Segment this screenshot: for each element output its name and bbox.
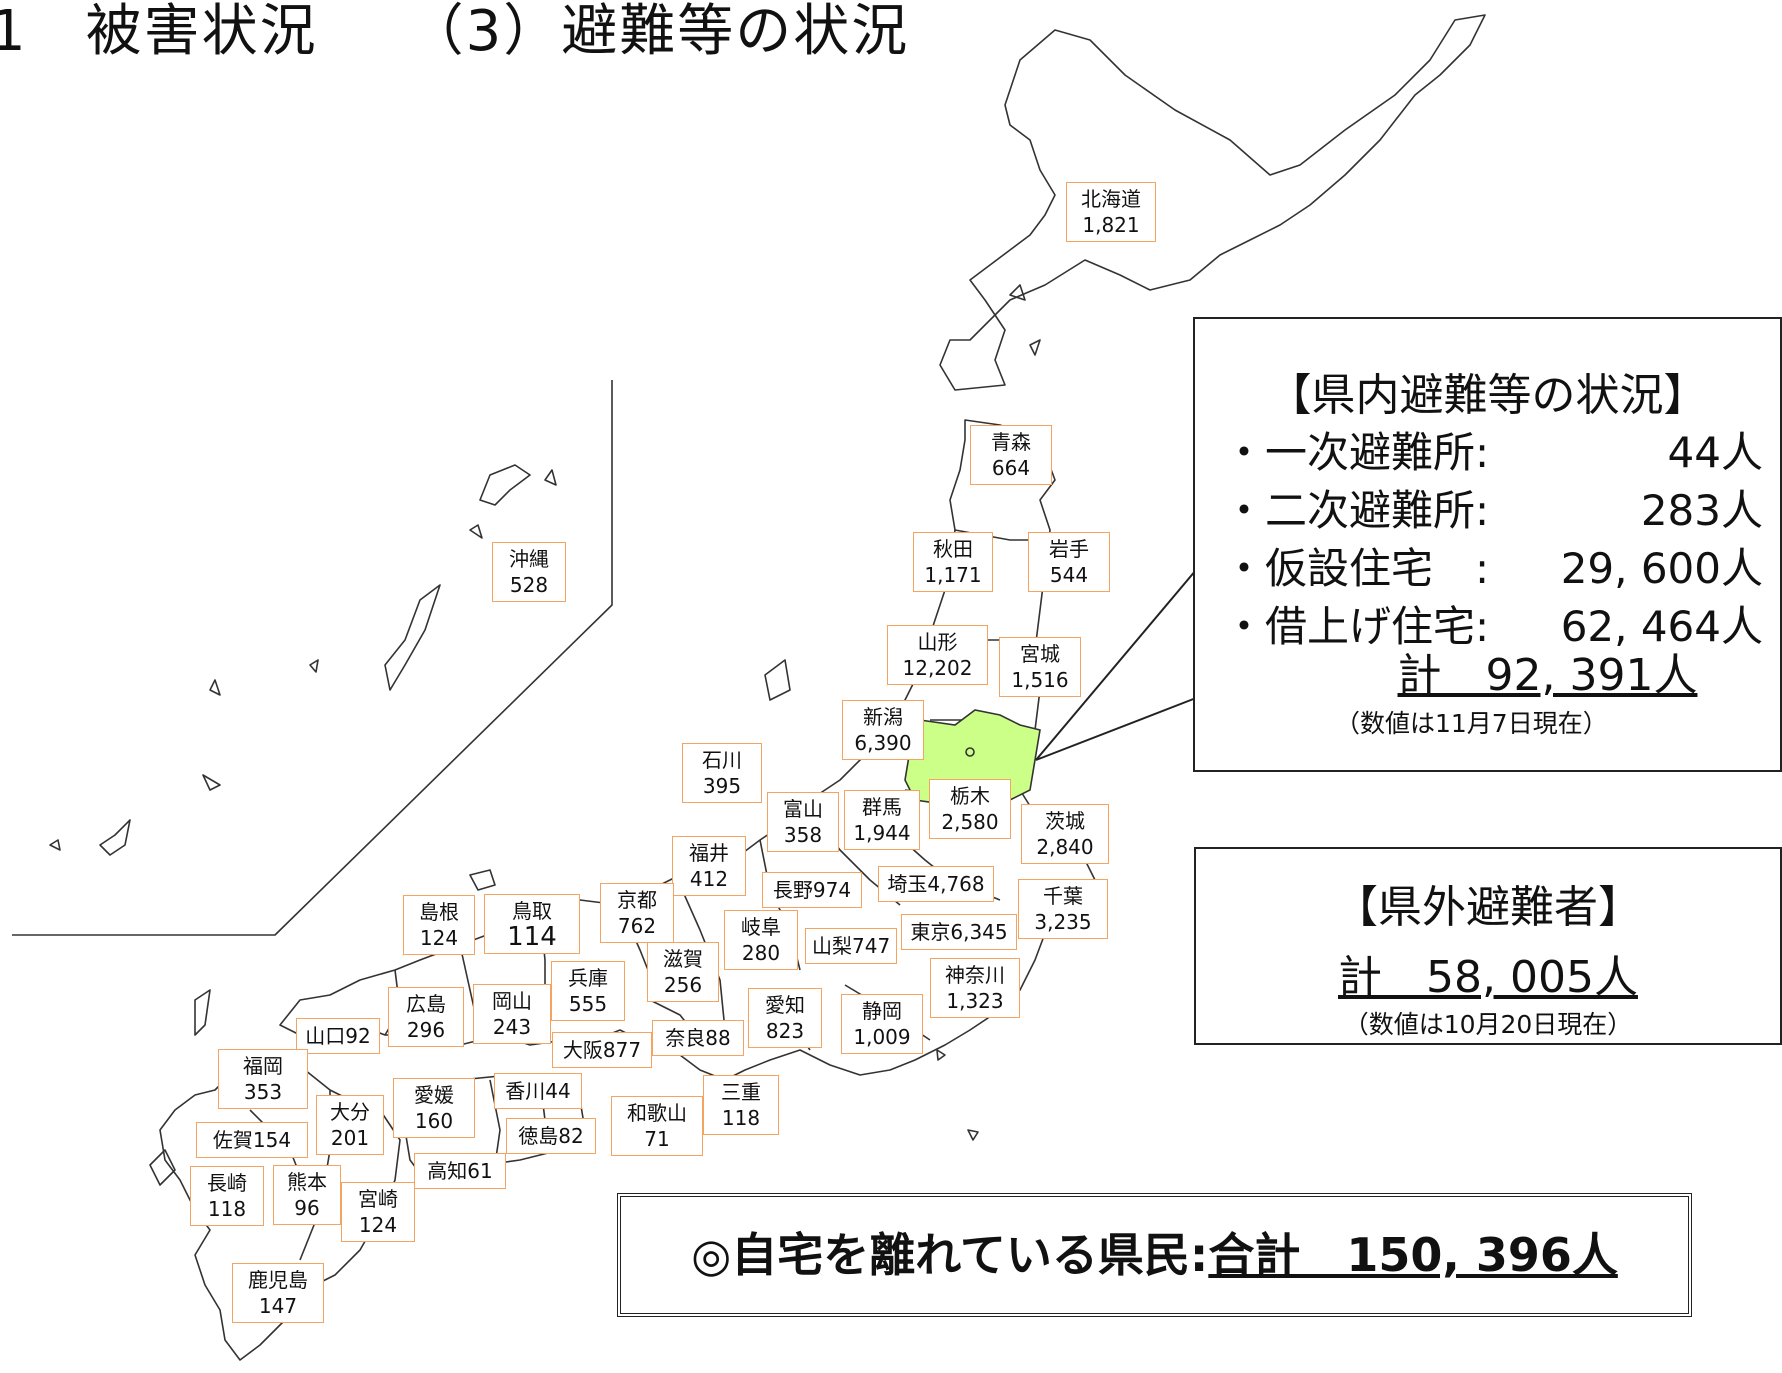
in-pref-row: ・借上げ住宅:62, 464人 (1223, 602, 1763, 651)
pref-saga: 佐賀154 (196, 1122, 308, 1158)
title-section: 1 被害状況 (0, 0, 318, 64)
in-pref-row: ・仮設住宅 :29, 600人 (1223, 544, 1763, 593)
hokkaido-outline (939, 14, 1486, 391)
in-pref-note: （数値は11月7日現在） (1335, 709, 1608, 738)
in-pref-total: 計 92, 391人 (1397, 650, 1698, 701)
residents-away-from-home-box: ◎自宅を離れている県民:合計 150, 396人 (617, 1193, 1692, 1317)
in-prefecture-evacuation-box: 【県内避難等の状況】 ・一次避難所:44人 ・二次避難所:283人 ・仮設住宅 … (1193, 317, 1782, 772)
pref-tokushima: 徳島82 (506, 1118, 596, 1154)
pref-tokyo: 東京6,345 (901, 914, 1017, 950)
page-title: 1 被害状況 （3）避難等の状況 (0, 0, 909, 67)
out-pref-title: 【県外避難者】 (1334, 882, 1642, 933)
in-pref-row: ・二次避難所:283人 (1223, 486, 1763, 535)
pref-kagawa: 香川44 (494, 1073, 582, 1109)
pref-kochi: 高知61 (414, 1153, 506, 1189)
okinawa-inset-frame (12, 380, 613, 936)
pref-osaka: 大阪877 (552, 1032, 652, 1068)
pref-yamanashi: 山梨747 (805, 928, 897, 964)
out-pref-total: 計 58, 005人 (1338, 952, 1638, 1003)
in-pref-title: 【県内避難等の状況】 (1267, 370, 1708, 421)
title-subsection: （3）避難等の状況 (407, 0, 910, 64)
pref-saitama: 埼玉4,768 (878, 866, 994, 902)
callout-pointer (1035, 569, 1197, 761)
pref-yamaguchi: 山口92 (296, 1018, 380, 1054)
home-label: ◎自宅を離れている県民: (691, 1228, 1209, 1282)
pref-nara: 奈良88 (652, 1020, 744, 1056)
home-total: 合計 150, 396人 (1208, 1228, 1618, 1282)
out-pref-note: （数値は10月20日現在） (1343, 1010, 1633, 1039)
in-pref-row: ・一次避難所:44人 (1223, 428, 1763, 477)
pref-nagano: 長野974 (762, 872, 862, 908)
out-of-prefecture-evacuees-box: 【県外避難者】 計 58, 005人 （数値は10月20日現在） (1194, 847, 1782, 1045)
